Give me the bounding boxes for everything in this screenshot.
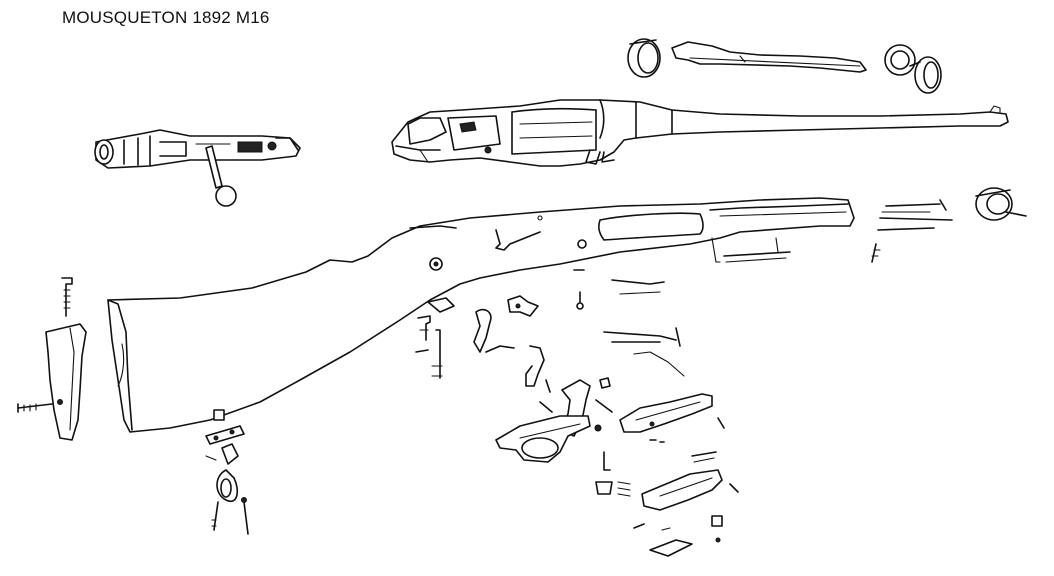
upper-handguard — [671, 41, 867, 73]
front-barrel-band — [884, 44, 942, 94]
front-band-and-rod-parts — [871, 187, 1027, 263]
stock — [107, 197, 855, 433]
sling-swivel-assembly — [205, 409, 249, 535]
diagram-title: MOUSQUETON 1892 M16 — [62, 8, 270, 27]
receiver-and-barrel — [391, 99, 1009, 167]
trigger-guard-parts — [415, 269, 739, 557]
bolt-assembly — [94, 129, 301, 207]
butt-plate — [17, 277, 87, 441]
rear-barrel-band — [627, 38, 661, 78]
